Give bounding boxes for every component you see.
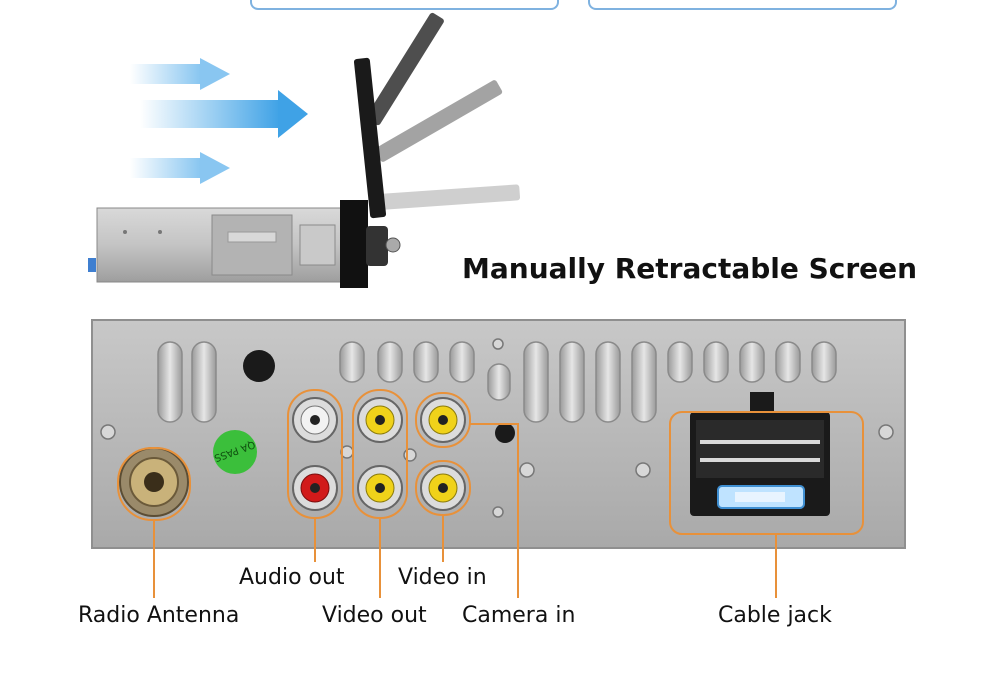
qa-pass-badge: QA PASS (212, 430, 257, 474)
audio-out-right-jack (292, 465, 338, 511)
screws (100, 338, 894, 518)
video-in-jack (420, 465, 466, 511)
arrow-middle (140, 90, 308, 138)
video-out-jack-2 (357, 465, 403, 511)
rear-panel: QA PASS (91, 319, 906, 549)
cable-jack-connector (690, 392, 830, 516)
arrow-top (130, 58, 230, 90)
rca-jacks (292, 397, 466, 511)
audio-out-left-jack (292, 397, 338, 443)
vent-slots (157, 341, 837, 423)
label-cable-jack: Cable jack (718, 603, 832, 628)
retractable-screen (353, 12, 521, 219)
motion-arrows (130, 58, 308, 184)
page-heading: Manually Retractable Screen (462, 252, 918, 285)
mount-hole-small (495, 423, 515, 443)
label-camera-in: Camera in (462, 603, 576, 628)
callout-cable-jack (669, 411, 864, 535)
chassis-side-view (88, 200, 401, 288)
label-radio-antenna: Radio Antenna (78, 603, 240, 628)
label-video-out: Video out (322, 603, 427, 628)
video-out-jack-1 (357, 397, 403, 443)
leader-camera-in (470, 423, 519, 598)
callout-camera-in (415, 392, 471, 448)
label-video-in: Video in (398, 565, 487, 590)
camera-in-jack (420, 397, 466, 443)
top-tab-right (588, 0, 897, 10)
label-audio-out: Audio out (239, 565, 345, 590)
callouts (117, 389, 864, 598)
top-tab-left (250, 0, 559, 10)
arrow-bottom (130, 152, 230, 184)
mount-hole (243, 350, 275, 382)
radio-antenna-socket (119, 447, 189, 517)
